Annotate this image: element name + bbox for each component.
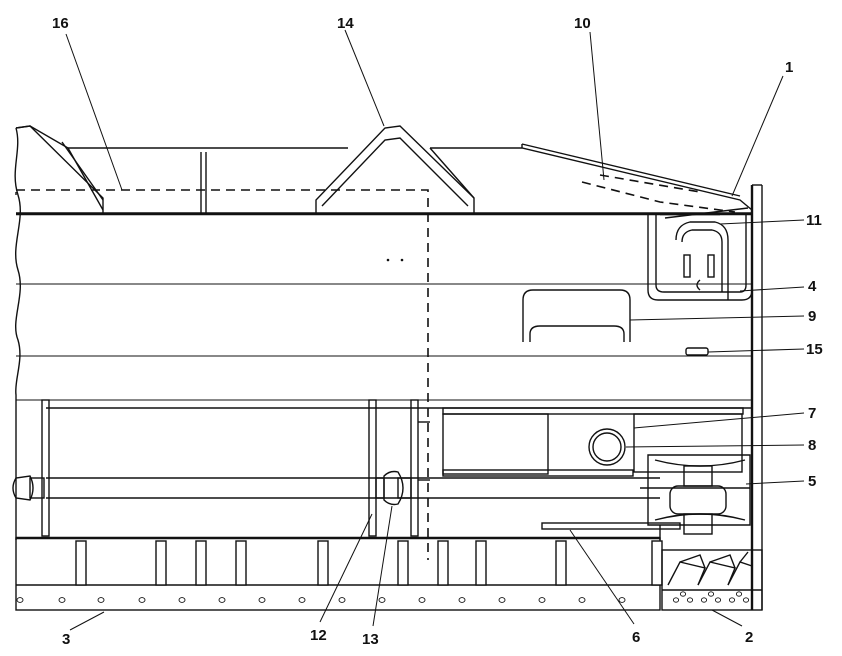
callout-9: 9	[808, 308, 816, 325]
callout-15: 15	[806, 341, 823, 358]
hopper-fin-center	[315, 125, 475, 214]
callout-labels: 1 2 3 4 5 6 7 8 9 10 11 12 13 14 15 16	[52, 15, 823, 648]
latch-assembly	[647, 207, 753, 301]
base-rail	[15, 536, 663, 611]
spool-wheel	[640, 454, 751, 535]
leader-lines	[65, 29, 805, 631]
dot-mark	[400, 258, 404, 262]
side-panel	[418, 407, 744, 481]
indicator-slot	[685, 347, 709, 356]
callout-7: 7	[808, 405, 816, 422]
callout-10: 10	[574, 15, 591, 32]
callout-8: 8	[808, 437, 816, 454]
dot-mark	[386, 258, 390, 262]
support-bar	[541, 522, 681, 530]
hidden-outline	[16, 189, 429, 560]
callout-2: 2	[745, 629, 753, 646]
handle	[522, 289, 631, 342]
machine-body	[14, 125, 763, 610]
gauge-circle	[588, 428, 626, 466]
callout-4: 4	[808, 278, 817, 295]
corner-cutter	[661, 549, 763, 611]
callout-13: 13	[362, 631, 379, 648]
hopper-divider	[200, 152, 207, 214]
callout-1: 1	[785, 59, 793, 76]
roller-assembly	[12, 399, 752, 537]
callout-6: 6	[632, 629, 640, 646]
hopper-fin-left	[15, 125, 104, 214]
callout-14: 14	[337, 15, 354, 32]
callout-16: 16	[52, 15, 69, 32]
callout-11: 11	[806, 212, 822, 229]
callout-12: 12	[310, 627, 327, 644]
sight-glass-dashes	[581, 174, 736, 213]
callout-5: 5	[808, 473, 816, 490]
callout-3: 3	[62, 631, 70, 648]
